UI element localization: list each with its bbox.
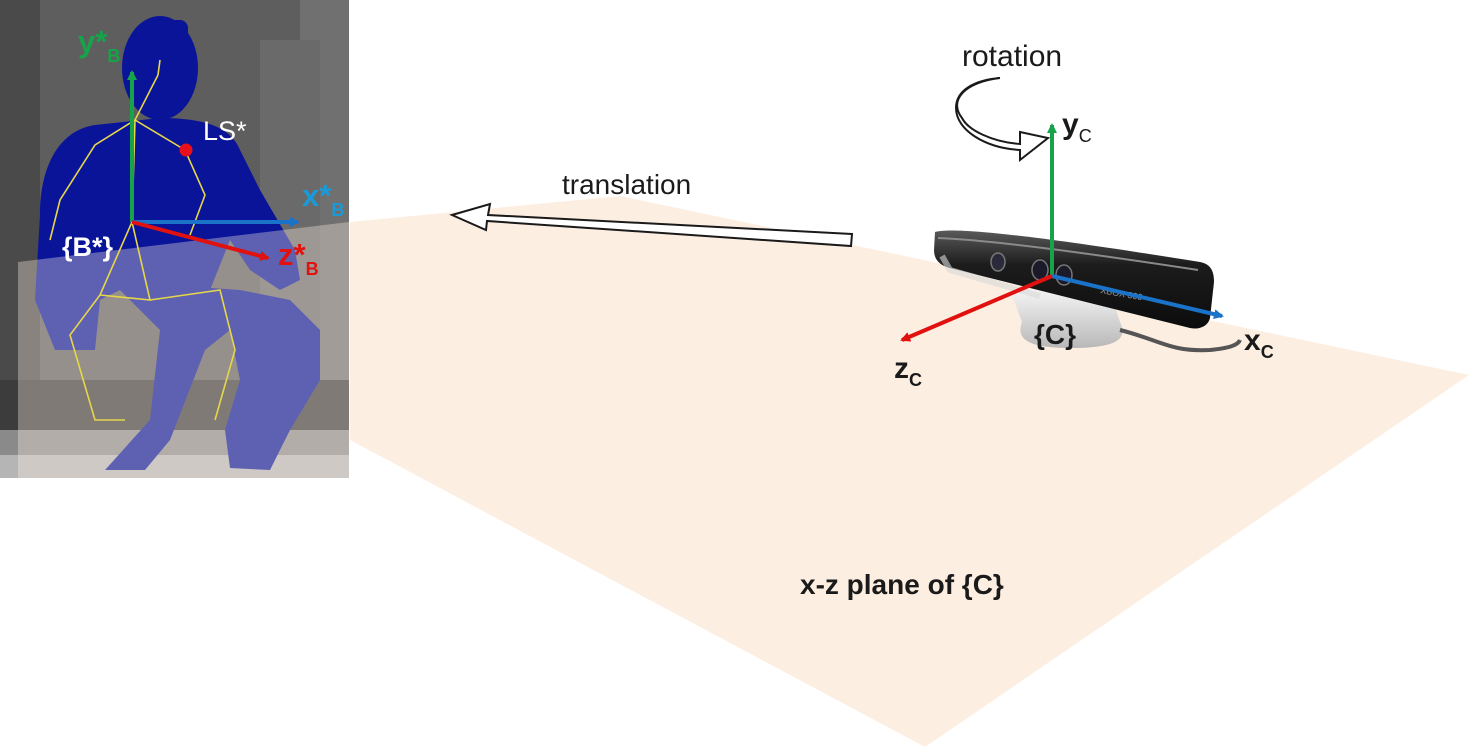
frame-c-y-label: yC — [1062, 108, 1092, 146]
frame-b-x-label: x*B — [302, 178, 344, 220]
frame-c-x-axis — [1051, 274, 1224, 320]
frame-b-axes — [127, 70, 300, 261]
frame-c-x-label: xC — [1244, 324, 1274, 362]
depth-image-panel — [0, 0, 349, 478]
frame-c-axes — [900, 123, 1224, 342]
curved-arrow-icon — [954, 77, 1051, 163]
skeleton-overlay — [49, 59, 236, 421]
hollow-arrow-icon — [449, 202, 854, 248]
xz-plane — [350, 196, 1469, 747]
frame-b-y-label: y*B — [78, 24, 120, 66]
plane-label: x-z plane of {C} — [800, 569, 1004, 600]
frame-b-z-axis — [131, 220, 270, 261]
labels: rotation translation x-z plane of {C} {B… — [62, 24, 1274, 600]
frame-b-z-label: z*B — [278, 237, 319, 279]
frame-b-label: {B*} — [62, 232, 114, 262]
translation-label: translation — [562, 169, 691, 200]
frame-c-z-label: zC — [894, 352, 922, 390]
rotation-label: rotation — [962, 40, 1062, 73]
frame-c-z-axis — [900, 274, 1053, 342]
joint-label: LS* — [203, 116, 247, 146]
joint-dot — [179, 143, 193, 157]
frame-c-label: {C} — [1034, 319, 1076, 350]
